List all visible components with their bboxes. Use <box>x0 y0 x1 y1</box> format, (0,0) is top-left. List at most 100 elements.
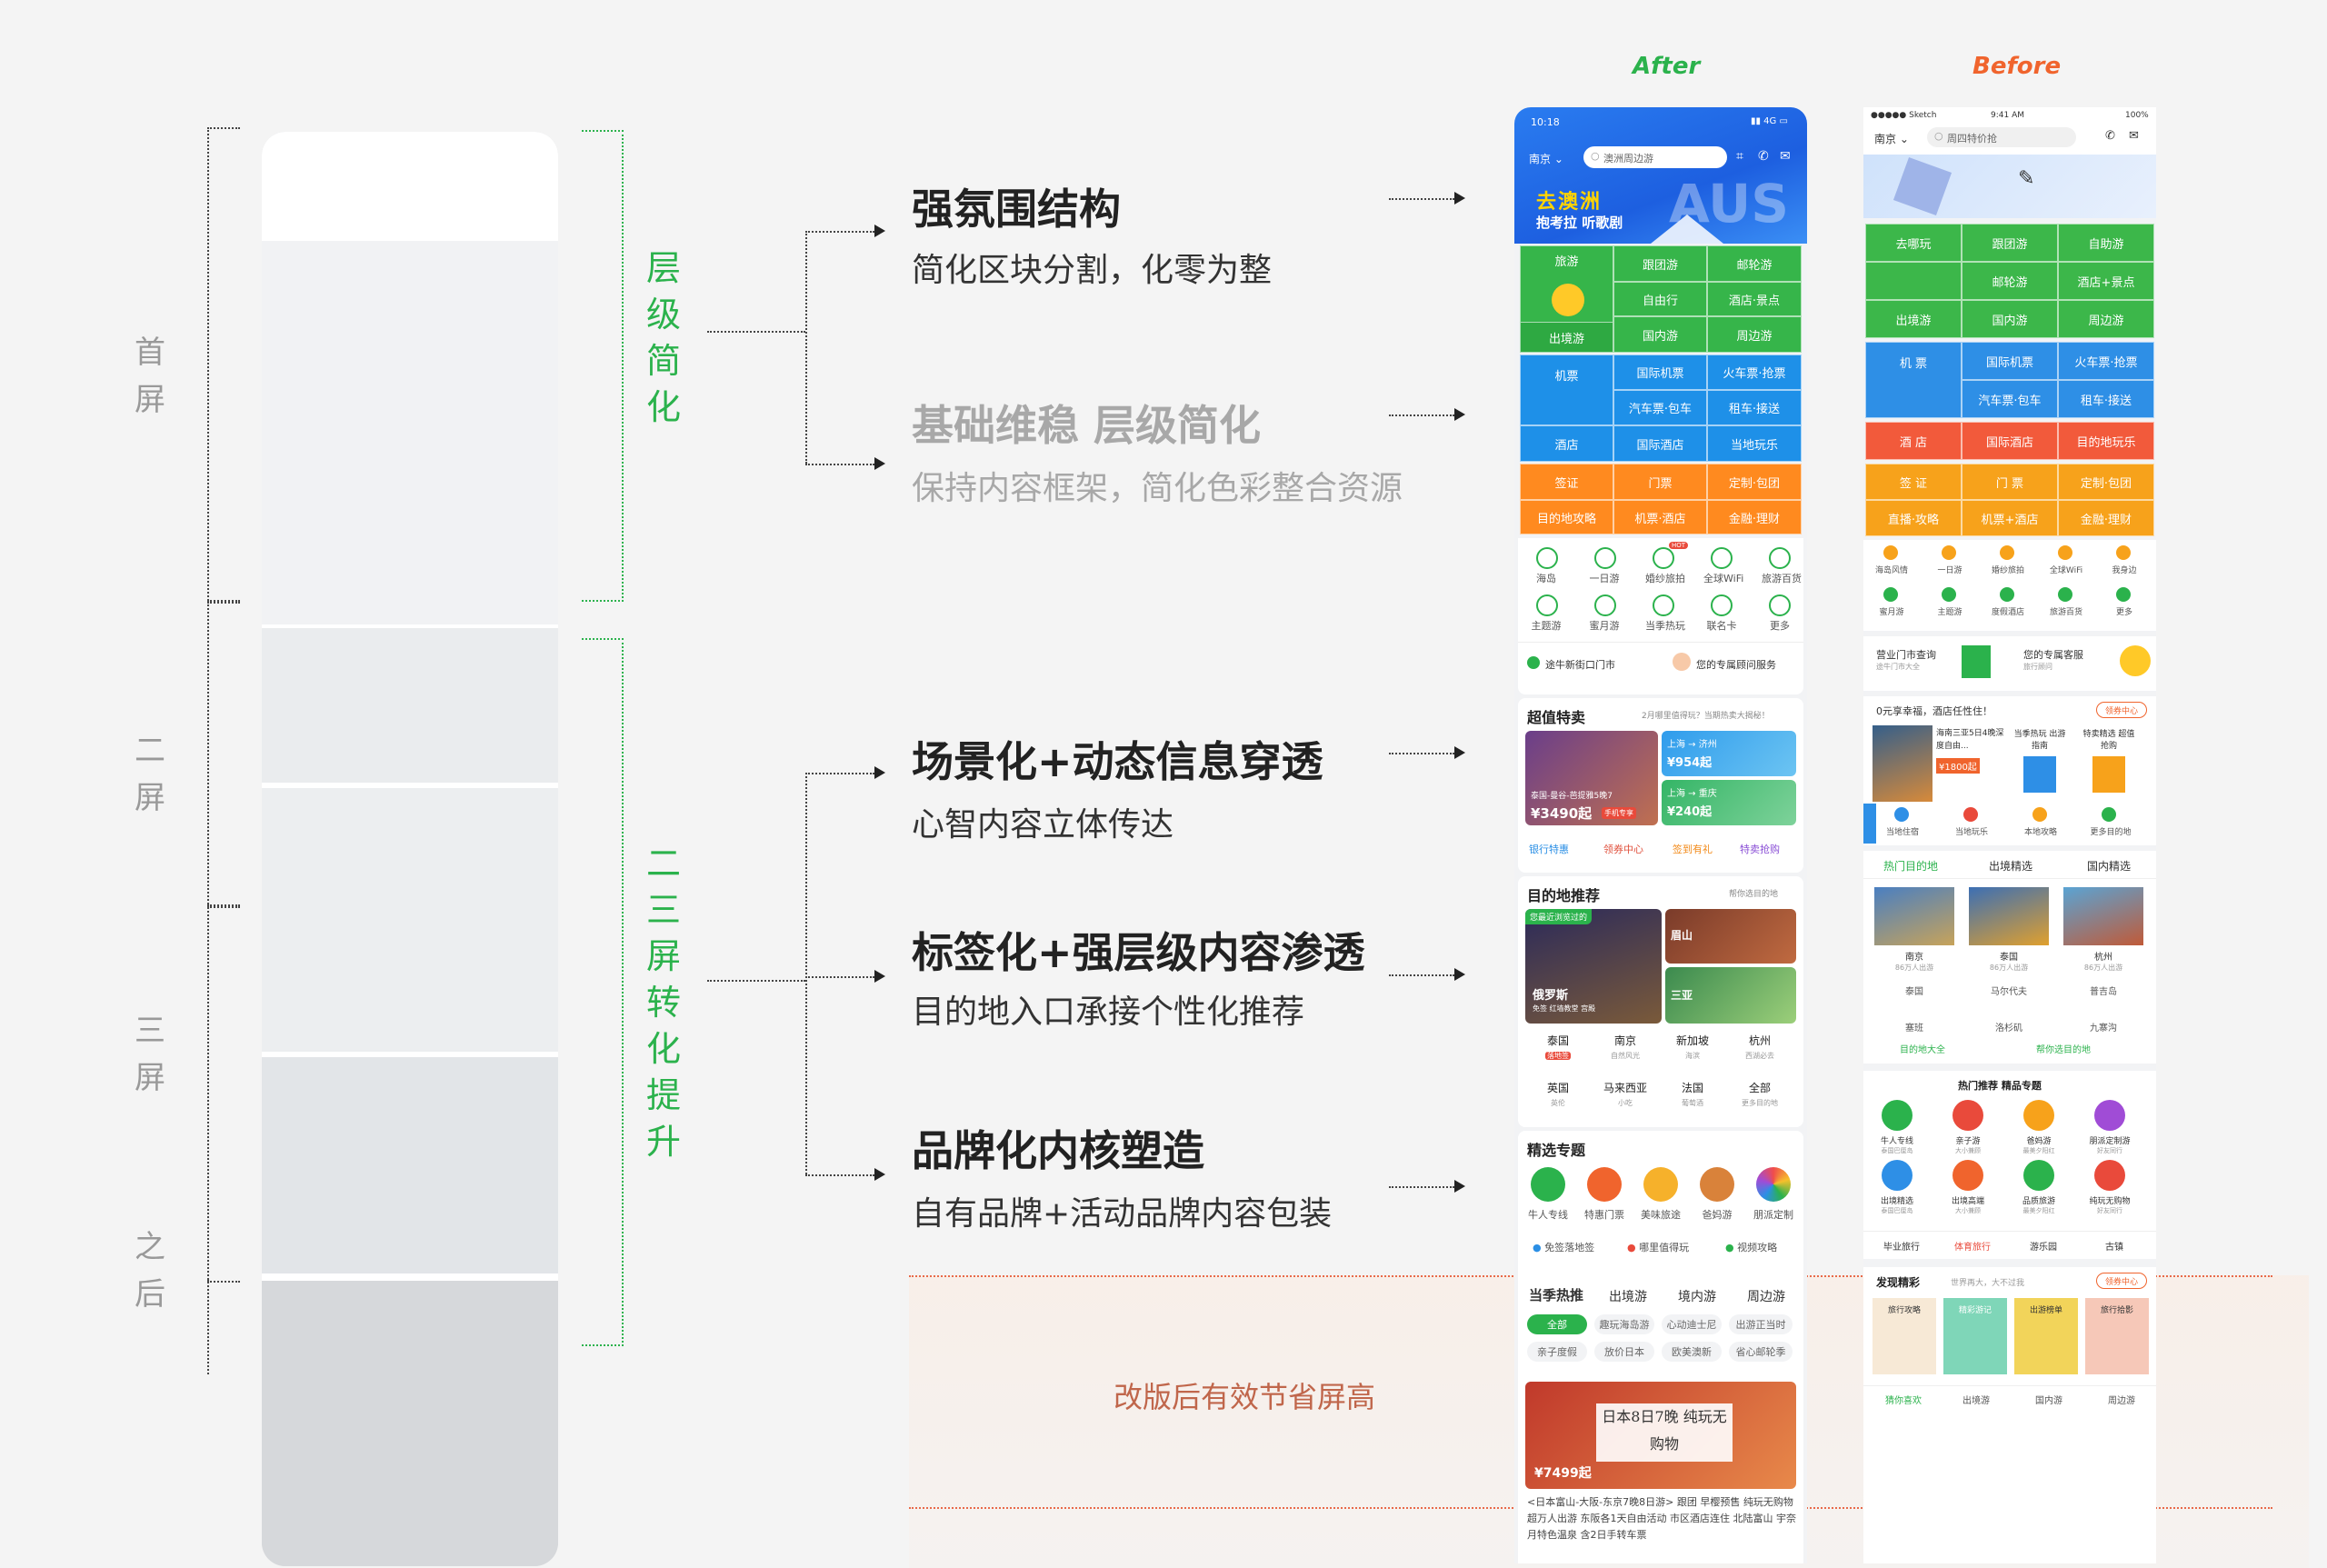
dest-item[interactable]: 新加坡海滨 <box>1675 1034 1709 1060</box>
dest-item[interactable]: 马来西亚小吃 <box>1603 1082 1647 1107</box>
discover-card[interactable]: 旅行攻略 <box>1873 1298 1936 1374</box>
dest-image-sanya[interactable]: 三亚 <box>1665 967 1796 1024</box>
season-chip[interactable]: 出游正当时 <box>1729 1314 1793 1334</box>
bottom-tab[interactable]: 周边游 <box>2108 1396 2135 1406</box>
shop-icon[interactable] <box>2058 587 2072 602</box>
grid-intl-hotel[interactable]: 国际酒店 <box>1613 425 1707 462</box>
grid-ticket[interactable]: 门 票 <box>1962 464 2058 500</box>
grid-dest-fun[interactable]: 目的地玩乐 <box>2058 422 2154 460</box>
deal-link-checkin[interactable]: 签到有礼 <box>1673 844 1713 855</box>
wifi-icon[interactable] <box>1711 547 1733 569</box>
grid-hotel[interactable]: 酒 店 <box>1865 422 1962 460</box>
deal-link-bank[interactable]: 银行特惠 <box>1529 844 1569 855</box>
grid-free-travel[interactable]: 自由行 <box>1613 282 1707 316</box>
ticket-icon[interactable] <box>1587 1167 1622 1202</box>
grid-where[interactable]: 去哪玩 <box>1865 224 1962 262</box>
dest-item[interactable]: 法国葡萄酒 <box>1681 1082 1703 1107</box>
grid-train[interactable]: 火车票·抢票 <box>2058 342 2154 380</box>
brand-icon[interactable] <box>1952 1160 1983 1191</box>
grid-local-fun[interactable]: 当地玩乐 <box>1707 425 1802 462</box>
grid-outbound[interactable]: 出境游 <box>1865 300 1962 338</box>
grid-finance[interactable]: 金融·理财 <box>2058 500 2154 536</box>
discover-card[interactable]: 旅行拾影 <box>2085 1298 2149 1374</box>
message-icon[interactable]: ✉ <box>2129 129 2139 143</box>
before-banner[interactable]: ✎ <box>1863 155 2156 218</box>
more-icon[interactable] <box>2116 587 2131 602</box>
advisor-link[interactable]: 您的专属客服 <box>2023 649 2083 661</box>
theme-icon[interactable] <box>1942 587 1956 602</box>
dest-image-meishan[interactable]: 眉山 <box>1665 909 1796 964</box>
brand-tag[interactable]: 古镇 <box>2105 1243 2123 1253</box>
dest-image-russia[interactable]: 您最近浏览过的 俄罗斯 免签 红墙教堂 宫殿 <box>1525 909 1662 1024</box>
card-icon[interactable] <box>1711 594 1733 616</box>
brand-link-visa[interactable]: ● 免签落地签 <box>1533 1242 1595 1253</box>
grid-flight[interactable]: 机票 <box>1520 355 1613 425</box>
season-chip[interactable]: 省心邮轮季 <box>1729 1342 1793 1362</box>
bottom-tab[interactable]: 国内游 <box>2035 1396 2062 1406</box>
grid-guide[interactable]: 目的地攻略 <box>1520 500 1613 534</box>
grid-cruise[interactable]: 邮轮游 <box>1962 262 2058 300</box>
grid-visa[interactable]: 签证 <box>1520 464 1613 500</box>
deal-mid-text[interactable]: 当季热玩 出游指南 <box>2013 730 2066 751</box>
wifi-icon[interactable] <box>2058 545 2072 560</box>
product-image[interactable]: 日本8日7晚 纯玩无购物 ¥7499起 <box>1525 1382 1796 1489</box>
season-chip[interactable]: 亲子度假 <box>1527 1342 1587 1362</box>
brand-tag[interactable]: 游乐园 <box>2030 1243 2057 1253</box>
grid-intl-hotel[interactable]: 国际酒店 <box>1962 422 2058 460</box>
grid-custom[interactable]: 定制·包团 <box>2058 464 2154 500</box>
season-tab[interactable]: 当季热推 <box>1529 1287 1584 1303</box>
shop-icon[interactable] <box>1769 547 1791 569</box>
honeymoon-icon[interactable] <box>1883 587 1898 602</box>
wedding-photo-icon[interactable] <box>2000 545 2014 560</box>
deal-route-1[interactable]: 上海 → 济州 ¥954起 <box>1662 731 1796 776</box>
dest-all-link[interactable]: 目的地大全 <box>1900 1045 1945 1055</box>
grid-car-rental[interactable]: 租车·接送 <box>1707 390 1802 425</box>
honeymoon-icon[interactable] <box>1594 594 1616 616</box>
brand-tag[interactable]: 毕业旅行 <box>1883 1243 1920 1253</box>
grid-nearby[interactable]: 周边游 <box>2058 300 2154 338</box>
resort-icon[interactable] <box>2000 587 2014 602</box>
brand-link-where[interactable]: ● 哪里值得玩 <box>1627 1242 1690 1253</box>
dest-card-image[interactable] <box>2063 887 2143 945</box>
season-chip[interactable]: 全部 <box>1527 1314 1587 1334</box>
grid-domestic[interactable]: 国内游 <box>1613 316 1707 353</box>
deal-right-text[interactable]: 特卖精选 超值抢购 <box>2082 730 2135 751</box>
brand-icon[interactable] <box>2023 1100 2054 1131</box>
dest-item[interactable]: 泰国落地签 <box>1545 1034 1571 1060</box>
grid-bus[interactable]: 汽车票·包车 <box>1613 390 1707 425</box>
discover-coupon-button[interactable]: 领券中心 <box>2096 1273 2147 1289</box>
dest-card-image[interactable] <box>1874 887 1954 945</box>
grid-domestic[interactable]: 国内游 <box>1962 300 2058 338</box>
grid-self-guided[interactable]: 自助游 <box>2058 224 2154 262</box>
deal-link-flash[interactable]: 特卖抢购 <box>1740 844 1780 855</box>
dest-tab[interactable]: 出境精选 <box>1989 860 2033 873</box>
grid-nearby[interactable]: 周边游 <box>1707 316 1802 353</box>
grid-finance[interactable]: 金融·理财 <box>1707 500 1802 534</box>
dest-item[interactable]: 南京自然风光 <box>1611 1034 1640 1060</box>
stay-icon[interactable] <box>1894 807 1909 822</box>
store-link[interactable]: 营业门市查询 <box>1876 649 1936 661</box>
grid-train[interactable]: 火车票·抢票 <box>1707 355 1802 390</box>
grid-cruise[interactable]: 邮轮游 <box>1707 245 1802 282</box>
scan-icon[interactable]: ⌗ <box>1736 149 1743 164</box>
season-chip[interactable]: 心动迪士尼 <box>1662 1314 1722 1334</box>
grid-outbound[interactable]: 出境游 <box>1520 322 1613 353</box>
grid-flight-hotel[interactable]: 机票+酒店 <box>1962 500 2058 536</box>
day-trip-icon[interactable] <box>1594 547 1616 569</box>
brand-tag[interactable]: 体育旅行 <box>1954 1243 1991 1253</box>
dest-pick-link[interactable]: 帮你选目的地 <box>2036 1045 2091 1055</box>
nearby-icon[interactable] <box>2116 545 2131 560</box>
grid-hotel-spot[interactable]: 酒店+景点 <box>2058 262 2154 300</box>
dest-item[interactable]: 杭州西湖必去 <box>1745 1034 1774 1060</box>
grid-intl-flight[interactable]: 国际机票 <box>1962 342 2058 380</box>
brand-link-video[interactable]: ● 视频攻略 <box>1725 1242 1778 1253</box>
brand-icon[interactable] <box>1952 1100 1983 1131</box>
deal-main-image[interactable]: 泰国-曼谷-芭提雅5晚7 ¥3490起 手机专享 <box>1525 731 1658 825</box>
deal-route-2[interactable]: 上海 → 重庆 ¥240起 <box>1662 780 1796 825</box>
deal-text[interactable]: 海南三亚5日4晚深度自由... <box>1936 729 2004 751</box>
grid-intl-flight[interactable]: 国际机票 <box>1613 355 1707 390</box>
bottom-tab[interactable]: 出境游 <box>1962 1396 1990 1406</box>
more-dest-icon[interactable] <box>2102 807 2116 822</box>
dest-card-image[interactable] <box>1969 887 2049 945</box>
guide-icon[interactable] <box>2032 807 2047 822</box>
